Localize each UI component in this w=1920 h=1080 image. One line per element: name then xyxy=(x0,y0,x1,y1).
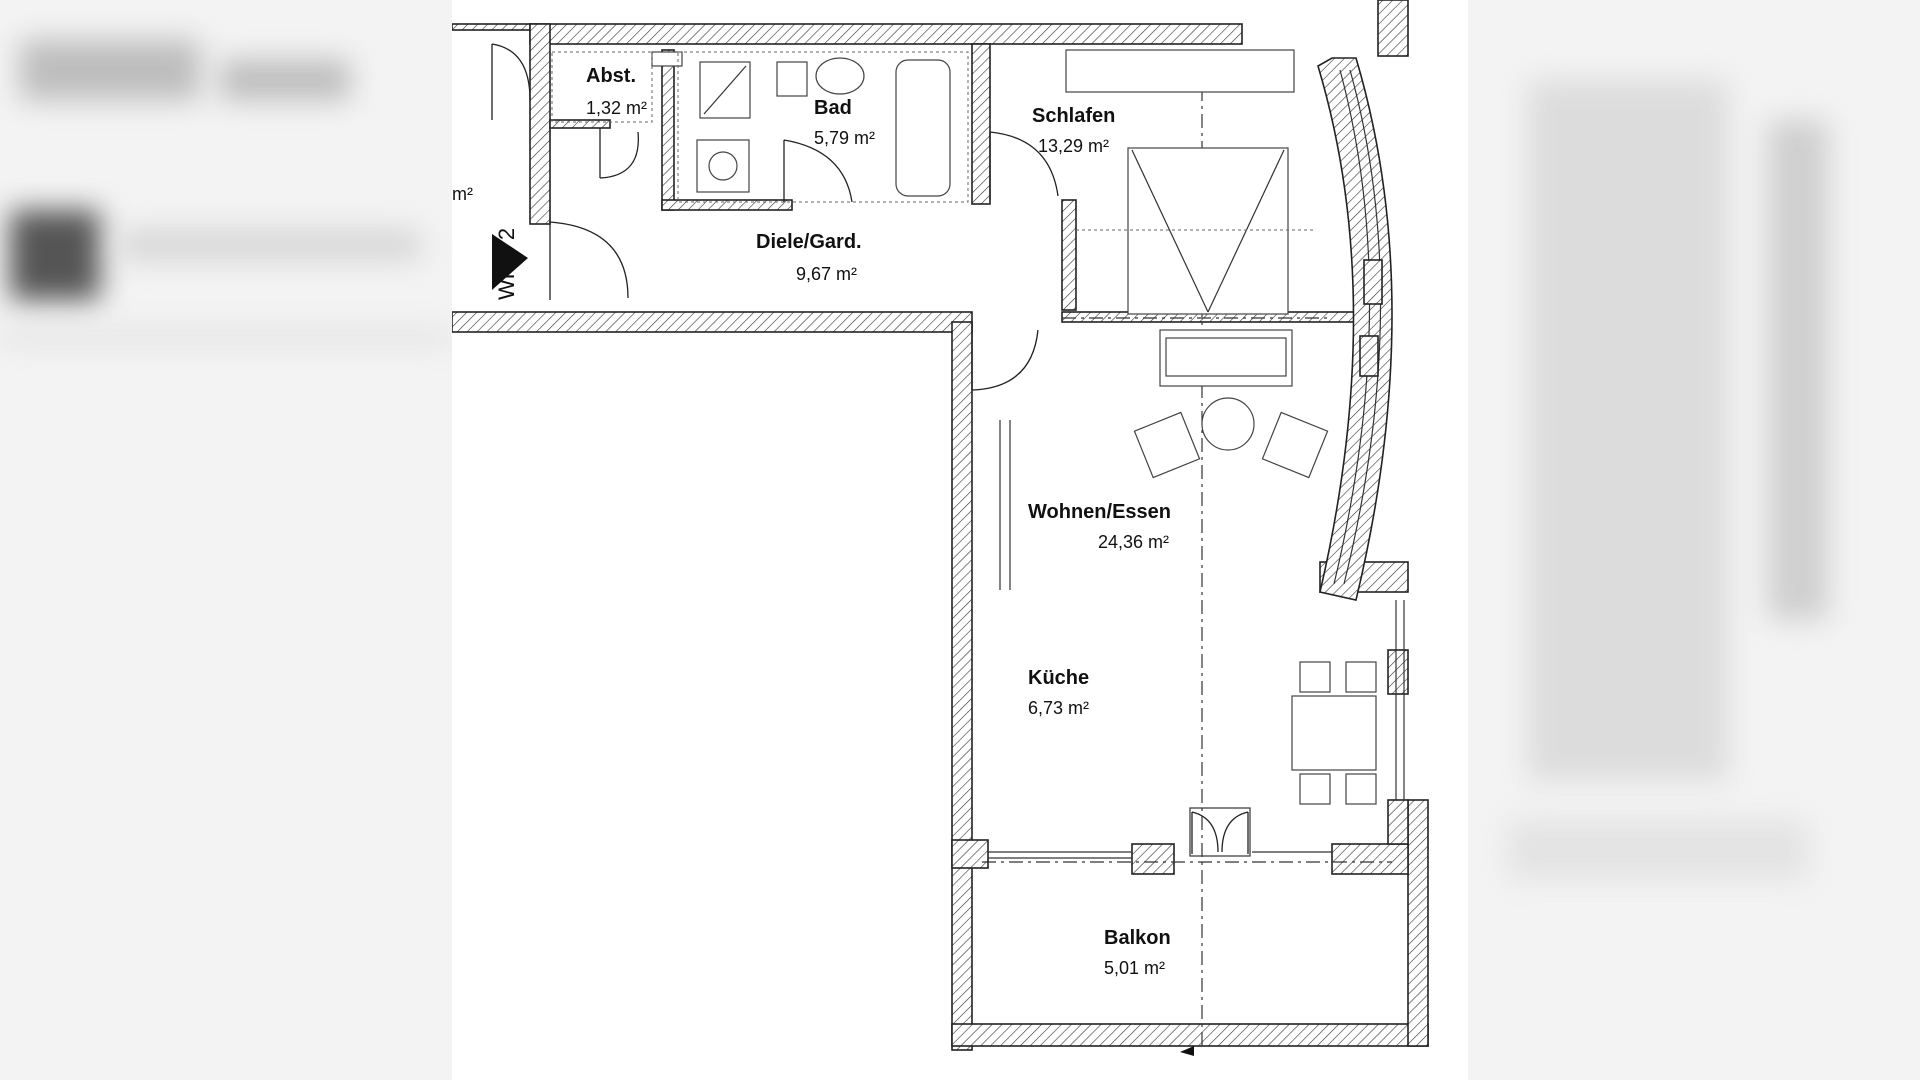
bay-window xyxy=(1333,69,1383,585)
left-blurred-background xyxy=(0,0,452,1080)
floor-plan: WHG 2 m² Abst. 1,32 m² Bad 5,79 m² Schla… xyxy=(452,0,1468,1080)
wardrobe xyxy=(1065,49,1295,93)
living-furniture xyxy=(999,329,1329,590)
blur-smudge xyxy=(20,40,200,100)
wall-left-upper xyxy=(529,23,551,225)
dining-chair xyxy=(1345,773,1377,805)
blur-smudge xyxy=(10,210,100,300)
dining-table xyxy=(1291,695,1377,771)
bay-window-pier xyxy=(1363,259,1383,305)
room-kueche-name: Küche xyxy=(1028,667,1089,689)
armchair xyxy=(1133,411,1201,479)
room-abst-name: Abst. xyxy=(586,65,636,87)
room-diele-area: 9,67 m² xyxy=(796,264,857,284)
dotted-partition xyxy=(677,51,969,203)
bay-window-line xyxy=(1333,69,1371,585)
blur-smudge xyxy=(1768,120,1828,620)
wall-kitchen-bottom-right xyxy=(1331,843,1409,875)
wall-bath-left xyxy=(661,49,675,211)
room-balkon-name: Balkon xyxy=(1104,927,1171,949)
door-balcony-frame xyxy=(1189,807,1251,857)
room-bad-name: Bad xyxy=(814,97,852,119)
room-bad-area: 5,79 m² xyxy=(814,128,875,148)
door-abst xyxy=(599,128,639,179)
wall-bath-right xyxy=(971,43,991,205)
coffee-table xyxy=(1201,397,1255,451)
entrance-arrow-icon xyxy=(492,234,528,290)
dining-chair xyxy=(1299,661,1331,693)
bed-diagonal xyxy=(1131,149,1209,313)
room-balkon-area: 5,01 m² xyxy=(1104,958,1165,978)
bed-diagonal xyxy=(1207,149,1285,313)
washing-machine-drum xyxy=(708,151,738,181)
bedroom-furniture xyxy=(1065,49,1295,315)
room-schlafen-area: 13,29 m² xyxy=(1038,136,1109,156)
right-blurred-background xyxy=(1468,0,1920,1080)
toilet xyxy=(776,61,808,97)
door-bad xyxy=(783,139,853,203)
blur-smudge xyxy=(1508,820,1808,880)
door-left-upper xyxy=(491,43,531,120)
wall-balcony-left-block xyxy=(951,839,989,869)
bathtub xyxy=(895,59,951,197)
room-schlafen-name: Schlafen xyxy=(1032,105,1115,127)
blur-smudge xyxy=(0,330,452,344)
section-marker-icon xyxy=(1180,1046,1194,1056)
blur-smudge xyxy=(120,230,420,260)
wall-top xyxy=(529,23,1243,45)
armchair xyxy=(1261,411,1329,479)
wall-right-mid-block xyxy=(1387,649,1409,695)
room-wohnen-area: 24,36 m² xyxy=(1098,532,1169,552)
bay-window-line xyxy=(1343,69,1382,585)
bed xyxy=(1127,147,1289,315)
door-schlafen xyxy=(989,131,1059,200)
walls xyxy=(452,0,1429,1051)
room-wohnen-name: Wohnen/Essen xyxy=(1028,501,1171,523)
wall-abst-bottom xyxy=(549,119,611,129)
wall-kitchen-bottom-left xyxy=(1131,843,1175,875)
door-balcony-left xyxy=(1191,811,1219,854)
wall-right-lower-block xyxy=(1387,799,1409,845)
shelf-abst xyxy=(651,51,683,67)
doors xyxy=(491,43,1332,859)
blur-smudge xyxy=(220,60,350,100)
wall-top-left-fragment xyxy=(452,23,531,31)
wall-balcony-right xyxy=(1407,799,1429,1047)
wall-balcony-bottom xyxy=(951,1023,1429,1047)
washbasin xyxy=(815,57,865,95)
dining-chair xyxy=(1345,661,1377,693)
wall-top-right xyxy=(1377,0,1409,57)
wall-bay-curve xyxy=(1317,57,1393,601)
partial-area-label: m² xyxy=(452,184,473,204)
dotted-partition xyxy=(551,51,653,123)
floor-plan-drawing: WHG 2 m² Abst. 1,32 m² Bad 5,79 m² Schla… xyxy=(452,0,1429,1056)
door-entrance xyxy=(549,221,629,300)
wall-corridor-bottom xyxy=(452,311,973,333)
room-diele-name: Diele/Gard. xyxy=(756,231,862,253)
wall-bedroom-left-lower xyxy=(1061,199,1077,311)
wall-bath-bottom xyxy=(661,199,793,211)
door-wohnen xyxy=(971,322,1039,391)
sofa-seat xyxy=(1165,337,1287,377)
wall-living-left xyxy=(951,321,973,1051)
room-kueche-area: 6,73 m² xyxy=(1028,698,1089,718)
light-partitions xyxy=(551,51,1314,231)
room-abst-area: 1,32 m² xyxy=(586,98,647,118)
door-balcony-right xyxy=(1221,811,1249,854)
dining-chair xyxy=(1299,773,1331,805)
shower-diagonal xyxy=(703,65,747,115)
blur-smudge xyxy=(1528,80,1728,780)
bathroom-fixtures xyxy=(651,51,951,197)
apartment-label: WHG 2 xyxy=(494,228,519,300)
bay-window-pier xyxy=(1359,335,1379,377)
dining-furniture xyxy=(1291,600,1405,805)
